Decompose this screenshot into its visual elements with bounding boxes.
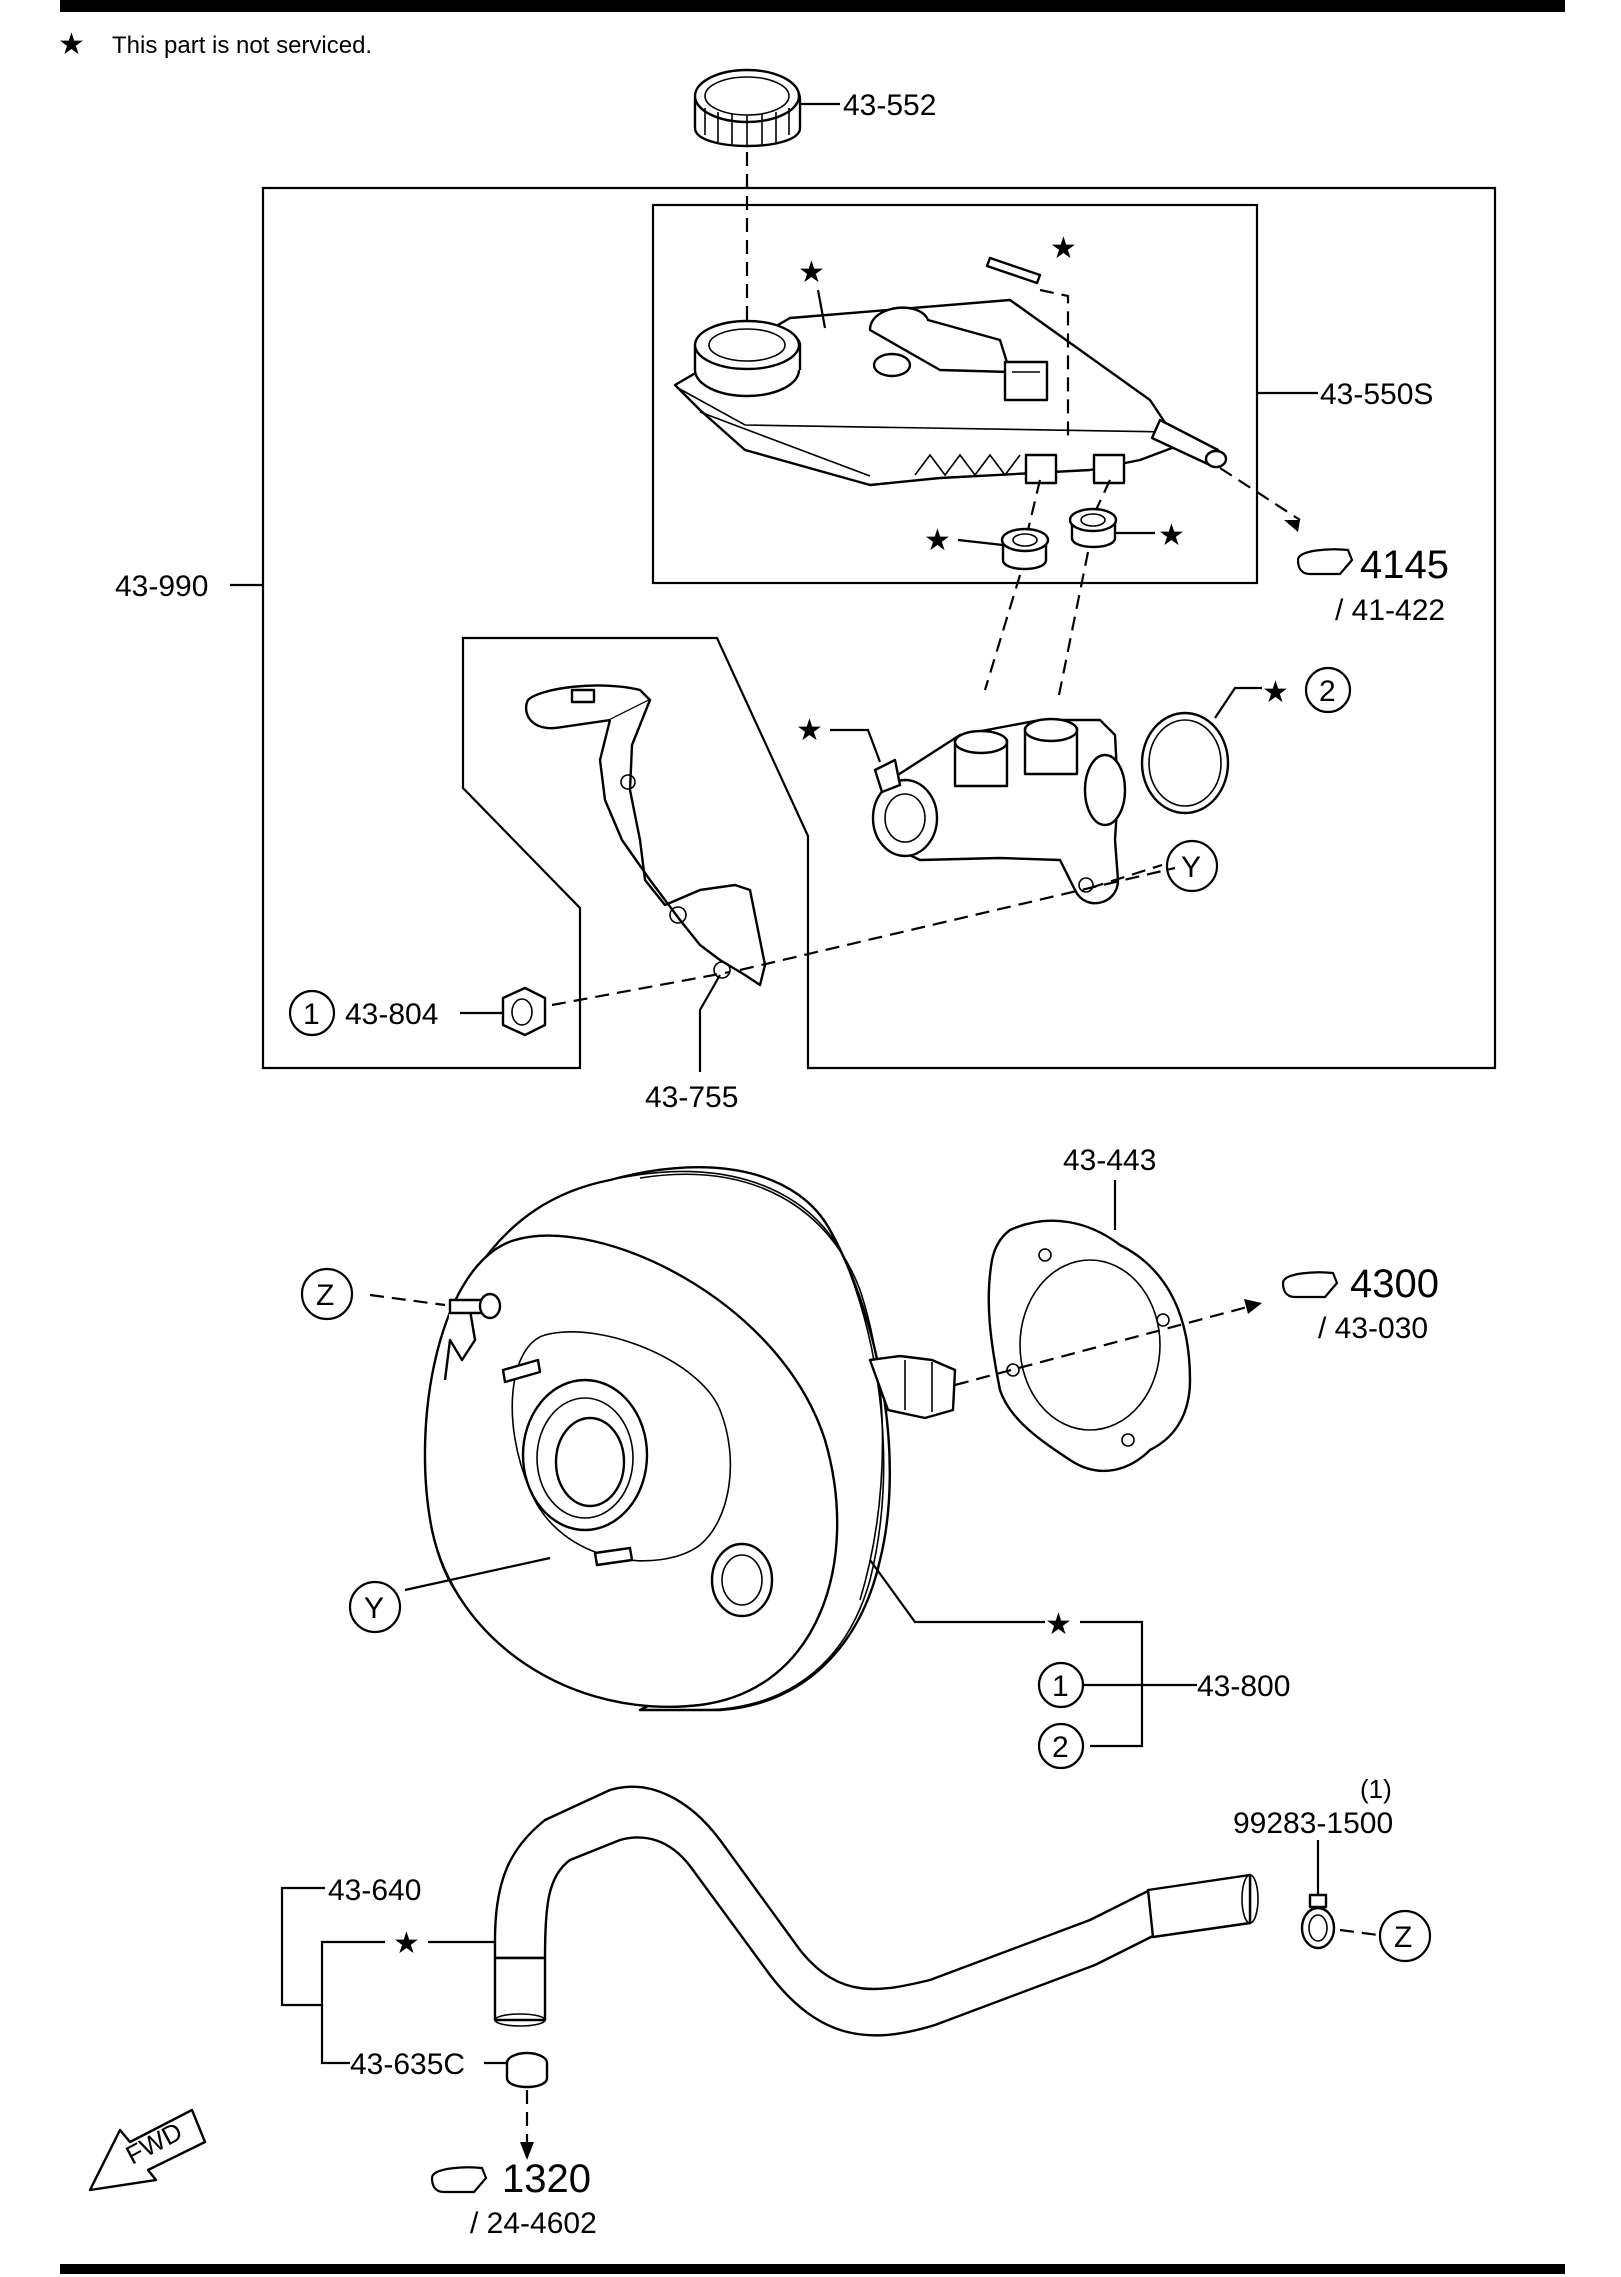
star-grommet-right-icon: ★: [1158, 519, 1185, 552]
star-cylinder-icon: ★: [796, 714, 823, 747]
callout-2-booster-text: 2: [1052, 1731, 1069, 1764]
reservoir-drawing: [673, 298, 1228, 487]
callout-z-booster-text: Z: [316, 1279, 334, 1312]
label-hose-assy: 43-640: [328, 1874, 421, 1907]
clip-drawing: [1300, 1893, 1336, 1950]
callout-z-hose: [1378, 1909, 1432, 1963]
star-pin-icon: ★: [1050, 232, 1077, 265]
bracket-drawing: [524, 684, 767, 987]
star-reservoir-icon: ★: [798, 256, 825, 289]
callout-1-booster-text: 1: [1052, 1670, 1069, 1703]
label-master-cylinder-assy: 43-990: [115, 570, 208, 603]
hand-pointer-2-icon: [1281, 1271, 1339, 1299]
label-reservoir: 43-550S: [1320, 378, 1433, 411]
grommet-left-drawing: [1000, 527, 1050, 571]
callout-2-oring-text: 2: [1319, 675, 1336, 708]
star-booster-icon: ★: [1045, 1608, 1072, 1641]
star-grommet-left-icon: ★: [924, 524, 951, 557]
label-clip: 99283-1500: [1233, 1807, 1393, 1840]
callout-y-booster: [348, 1580, 402, 1634]
label-booster: 43-800: [1197, 1670, 1290, 1703]
assembly-frame: [261, 186, 1497, 1070]
callout-1-nut-text: 1: [303, 998, 320, 1031]
ref-4145-sub: / 41-422: [1335, 594, 1445, 627]
fwd-arrow-icon: FWD: [88, 2108, 207, 2192]
grommet-right-drawing: [1068, 507, 1118, 549]
booster-drawing: [423, 1165, 957, 1712]
o-ring-drawing: [1140, 711, 1230, 815]
ref-4300-group: 4300: [1350, 1262, 1439, 1306]
callout-2-oring: [1304, 666, 1352, 714]
label-gasket: 43-443: [1063, 1144, 1156, 1177]
top-border: [60, 0, 1565, 12]
callout-z-booster: [300, 1267, 354, 1321]
vacuum-hose-drawing: [493, 1785, 1259, 2037]
hand-pointer-3-icon: [430, 2166, 488, 2194]
hand-pointer-icon: [1296, 548, 1354, 576]
ref-1320-group: 1320: [502, 2157, 591, 2201]
label-nut: 43-804: [345, 998, 438, 1031]
nut-drawing: [501, 986, 547, 1037]
master-cylinder-drawing: [871, 717, 1127, 905]
pin-drawing: [985, 256, 1042, 285]
label-bracket: 43-755: [645, 1081, 738, 1114]
bottom-border: [60, 2264, 1565, 2274]
callout-1-nut: [288, 989, 336, 1037]
callout-z-hose-text: Z: [1394, 1921, 1412, 1954]
ref-4300-sub: / 43-030: [1318, 1312, 1428, 1345]
gasket-drawing: [987, 1219, 1192, 1473]
label-cap: 43-552: [843, 89, 936, 122]
callout-y-top-text: Y: [1181, 851, 1201, 884]
callout-2-booster: [1037, 1722, 1085, 1770]
ref-1320-sub: / 24-4602: [470, 2207, 597, 2240]
star-hose-icon: ★: [393, 1927, 420, 1960]
label-clip-qty: (1): [1360, 1774, 1392, 1804]
legend-text: This part is not serviced.: [112, 32, 372, 59]
star-oring-icon: ★: [1262, 676, 1289, 709]
callout-y-top: [1165, 839, 1219, 893]
ref-4145-group: 4145: [1360, 543, 1449, 587]
cap-drawing: [693, 68, 802, 148]
hose-clamp-drawing: [505, 2051, 549, 2089]
label-hose: 43-635C: [350, 2048, 465, 2081]
callout-y-booster-text: Y: [364, 1592, 384, 1625]
legend-star-icon: ★: [58, 28, 85, 61]
